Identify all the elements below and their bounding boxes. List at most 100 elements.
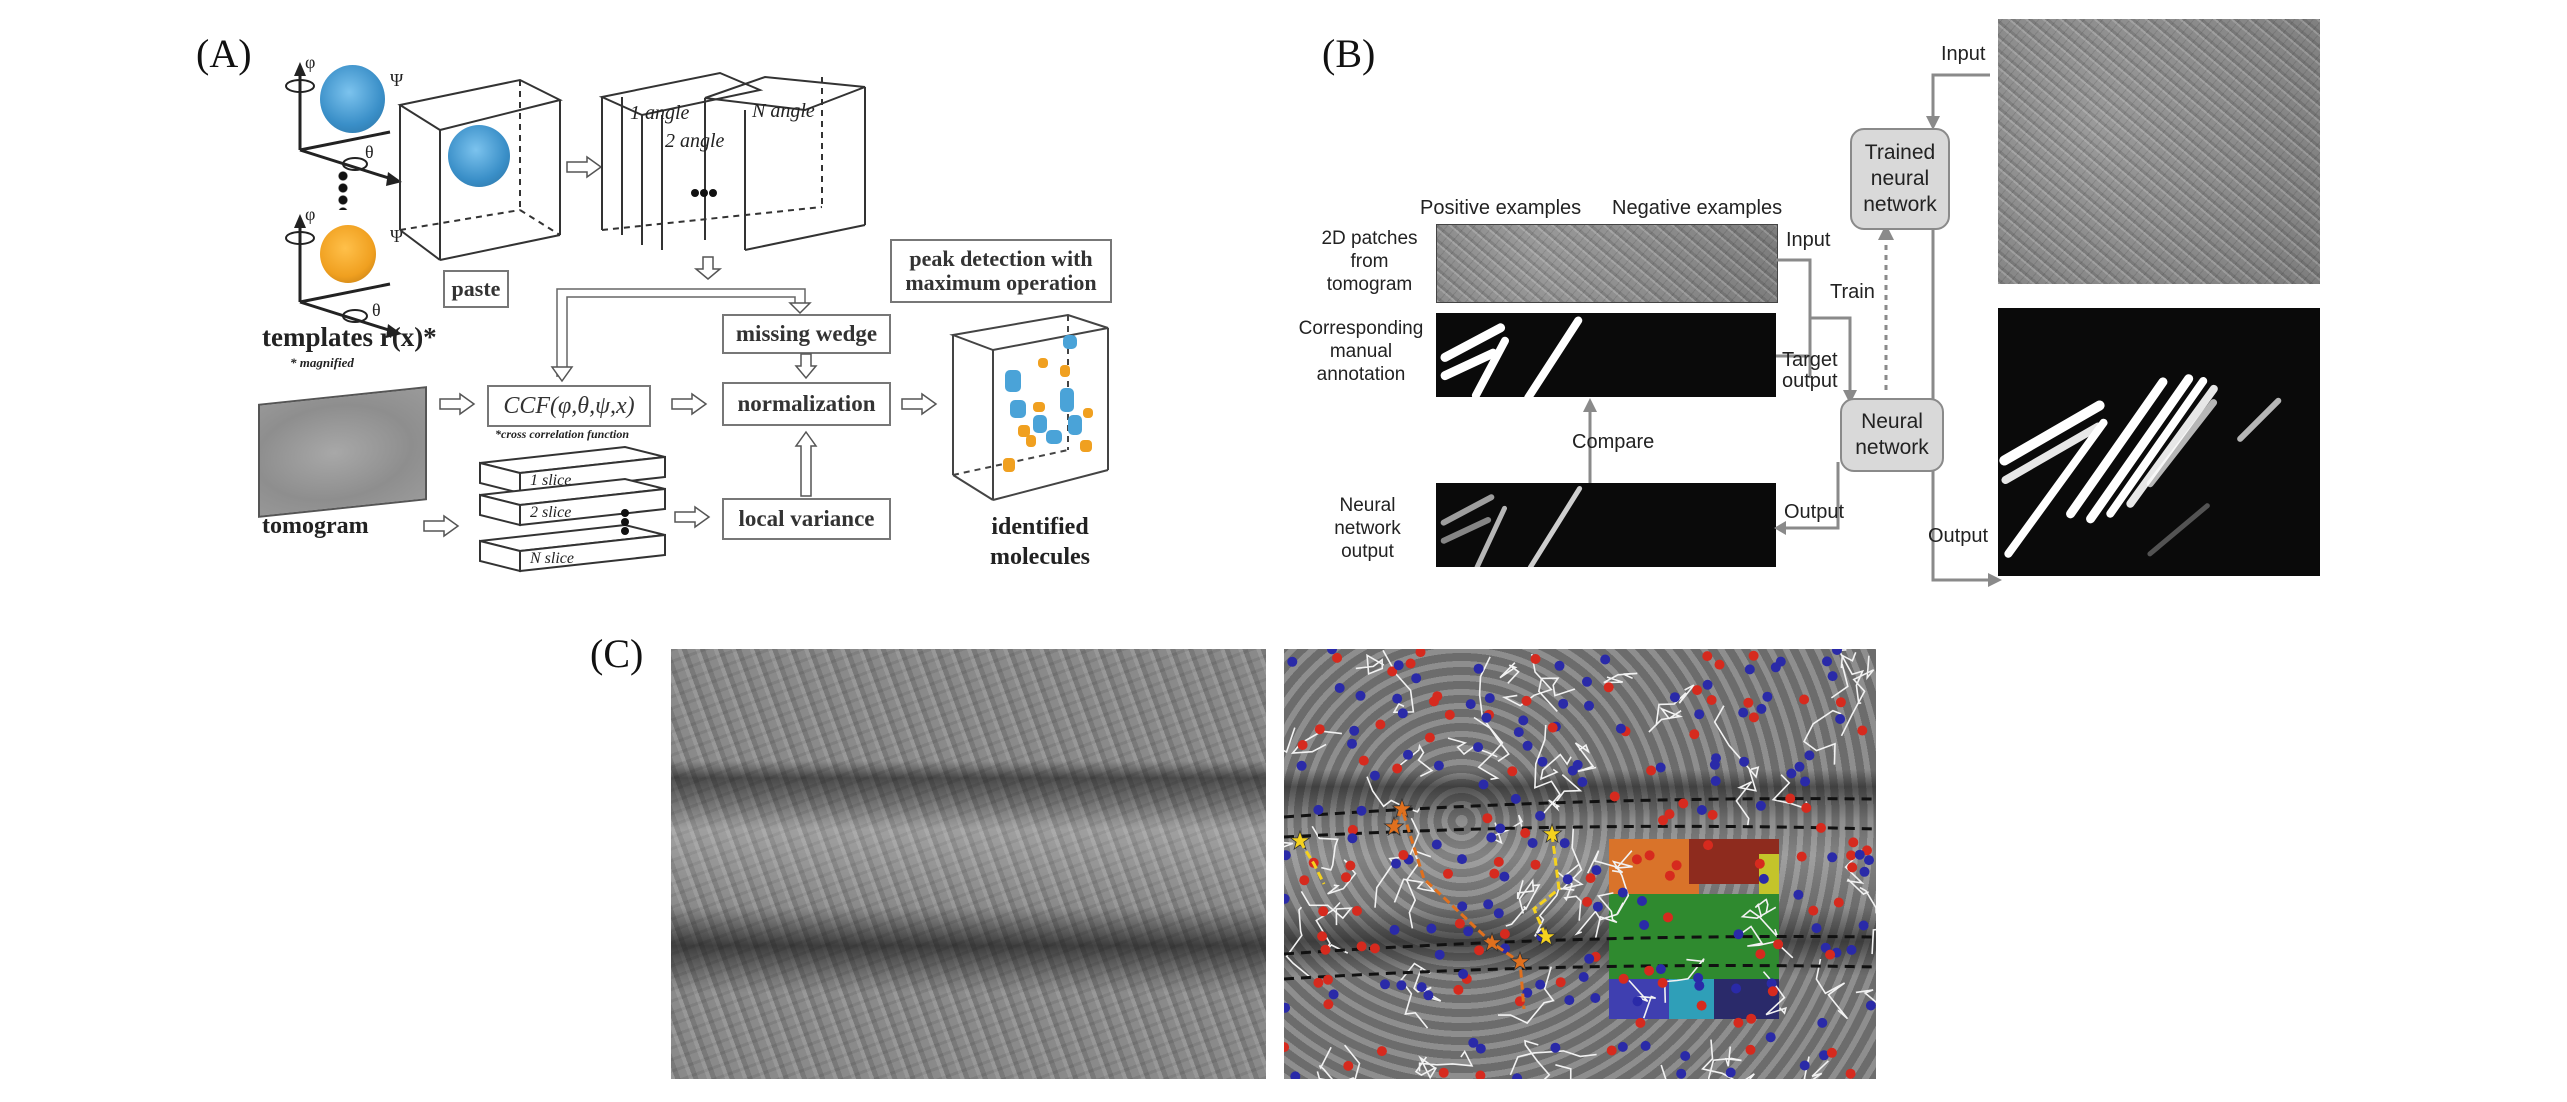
graph-node — [1811, 923, 1822, 934]
graph-edge — [1398, 743, 1434, 778]
graph-node — [1617, 887, 1628, 898]
graph-node — [1578, 972, 1589, 982]
graph-node — [1411, 673, 1422, 684]
graph-node — [1639, 920, 1650, 930]
graph-node — [1473, 742, 1484, 753]
graph-node — [1424, 732, 1435, 743]
graph-node — [1762, 691, 1773, 702]
graph-node — [1434, 949, 1445, 960]
graph-node — [1635, 1017, 1646, 1028]
graph-node — [1318, 906, 1329, 917]
graph-node — [1507, 766, 1518, 777]
graph-node — [1555, 977, 1566, 988]
graph-node — [1347, 833, 1358, 844]
graph-node — [1473, 663, 1484, 674]
identified-molecules-volume — [949, 313, 1109, 501]
graph-node — [1709, 759, 1720, 770]
graph-edge — [1382, 649, 1415, 714]
graph-node — [1369, 770, 1380, 781]
graph-node — [1748, 650, 1759, 661]
graph-node — [1832, 649, 1842, 655]
graph-node — [1577, 777, 1588, 787]
path-trace — [1298, 840, 1326, 885]
graph-node — [1530, 654, 1541, 664]
graph-node — [1671, 860, 1682, 871]
graph-node — [1746, 1013, 1757, 1024]
graph-node — [1297, 740, 1308, 750]
graph-edge — [1701, 1039, 1755, 1079]
nn-output-image — [1436, 483, 1776, 567]
graph-node — [1349, 725, 1360, 736]
graph-node — [1397, 708, 1408, 719]
graph-node — [1478, 779, 1489, 790]
negative-examples-label: Negative examples — [1612, 197, 1783, 219]
graph-edge — [1555, 1064, 1572, 1079]
angles-connectors — [550, 256, 812, 383]
graph-overlay-image — [1284, 649, 1876, 1079]
graph-edge — [1815, 958, 1849, 1020]
graph-node — [1669, 692, 1680, 703]
pasted-molecule — [448, 125, 510, 187]
templates-note: * magnified — [290, 355, 354, 370]
graph-node — [1859, 866, 1870, 877]
graph-node — [1799, 694, 1810, 705]
graph-node — [1848, 837, 1859, 848]
graph-node — [1341, 872, 1351, 883]
panel-b-label: (B) — [1322, 31, 1376, 76]
graph-node — [1564, 995, 1575, 1006]
graph-node — [1833, 897, 1844, 908]
local-variance-box: local variance — [722, 498, 891, 540]
graph-node — [1767, 986, 1778, 997]
graph-node — [1731, 983, 1742, 994]
graph-node — [1314, 724, 1325, 735]
graph-node — [1748, 712, 1759, 723]
graph-node — [1558, 698, 1569, 709]
output-label: Output — [1784, 501, 1845, 523]
graph-node — [1327, 649, 1337, 655]
missing-wedge-box: missing wedge — [722, 314, 891, 354]
graph-edge — [1374, 817, 1420, 908]
graph-edge — [1660, 1064, 1667, 1079]
graph-node — [1457, 901, 1468, 912]
arrow-slices-to-variance — [674, 505, 711, 529]
graph-node — [1415, 649, 1426, 658]
graph-node — [1423, 990, 1434, 1001]
graph-edge — [1735, 768, 1757, 827]
graph-node — [1644, 850, 1655, 861]
graph-edge — [1855, 989, 1876, 1004]
ellipsis-dots — [338, 170, 348, 210]
tomogram-volume — [258, 386, 427, 518]
graph-node — [1755, 949, 1766, 960]
graph-node — [1416, 982, 1427, 993]
graph-node — [1334, 683, 1345, 693]
graph-edge — [1830, 652, 1857, 699]
graph-node — [1284, 1002, 1291, 1013]
graph-node — [1600, 654, 1611, 665]
graph-node — [1808, 905, 1819, 916]
slice-n-label: N slice — [530, 550, 574, 567]
graph-node — [1463, 926, 1474, 937]
axis-phi-label-2: φ — [305, 204, 316, 224]
graph-node — [1846, 944, 1857, 955]
graph-edge — [1859, 886, 1876, 955]
graph-edge — [1840, 655, 1875, 737]
graph-node — [1347, 738, 1357, 749]
graph-node — [1733, 1017, 1744, 1028]
segmentation-output-image — [1998, 308, 2320, 576]
graph-node — [1474, 945, 1485, 956]
graph-node — [1493, 856, 1504, 867]
graph-node — [1693, 972, 1704, 983]
graph-node — [1702, 679, 1713, 690]
graph-node — [1744, 664, 1755, 675]
graph-node — [1403, 749, 1413, 760]
identified-molecules-label: identified molecules — [990, 514, 1090, 570]
graph-node — [1356, 805, 1367, 816]
graph-node — [1332, 652, 1343, 663]
graph-node — [1835, 697, 1846, 708]
graph-node — [1745, 1044, 1756, 1055]
output-stripe — [2146, 502, 2211, 558]
graph-node — [1438, 1067, 1449, 1078]
graph-node — [1520, 828, 1531, 838]
graph-node — [1857, 725, 1868, 736]
graph-node — [1518, 715, 1529, 726]
